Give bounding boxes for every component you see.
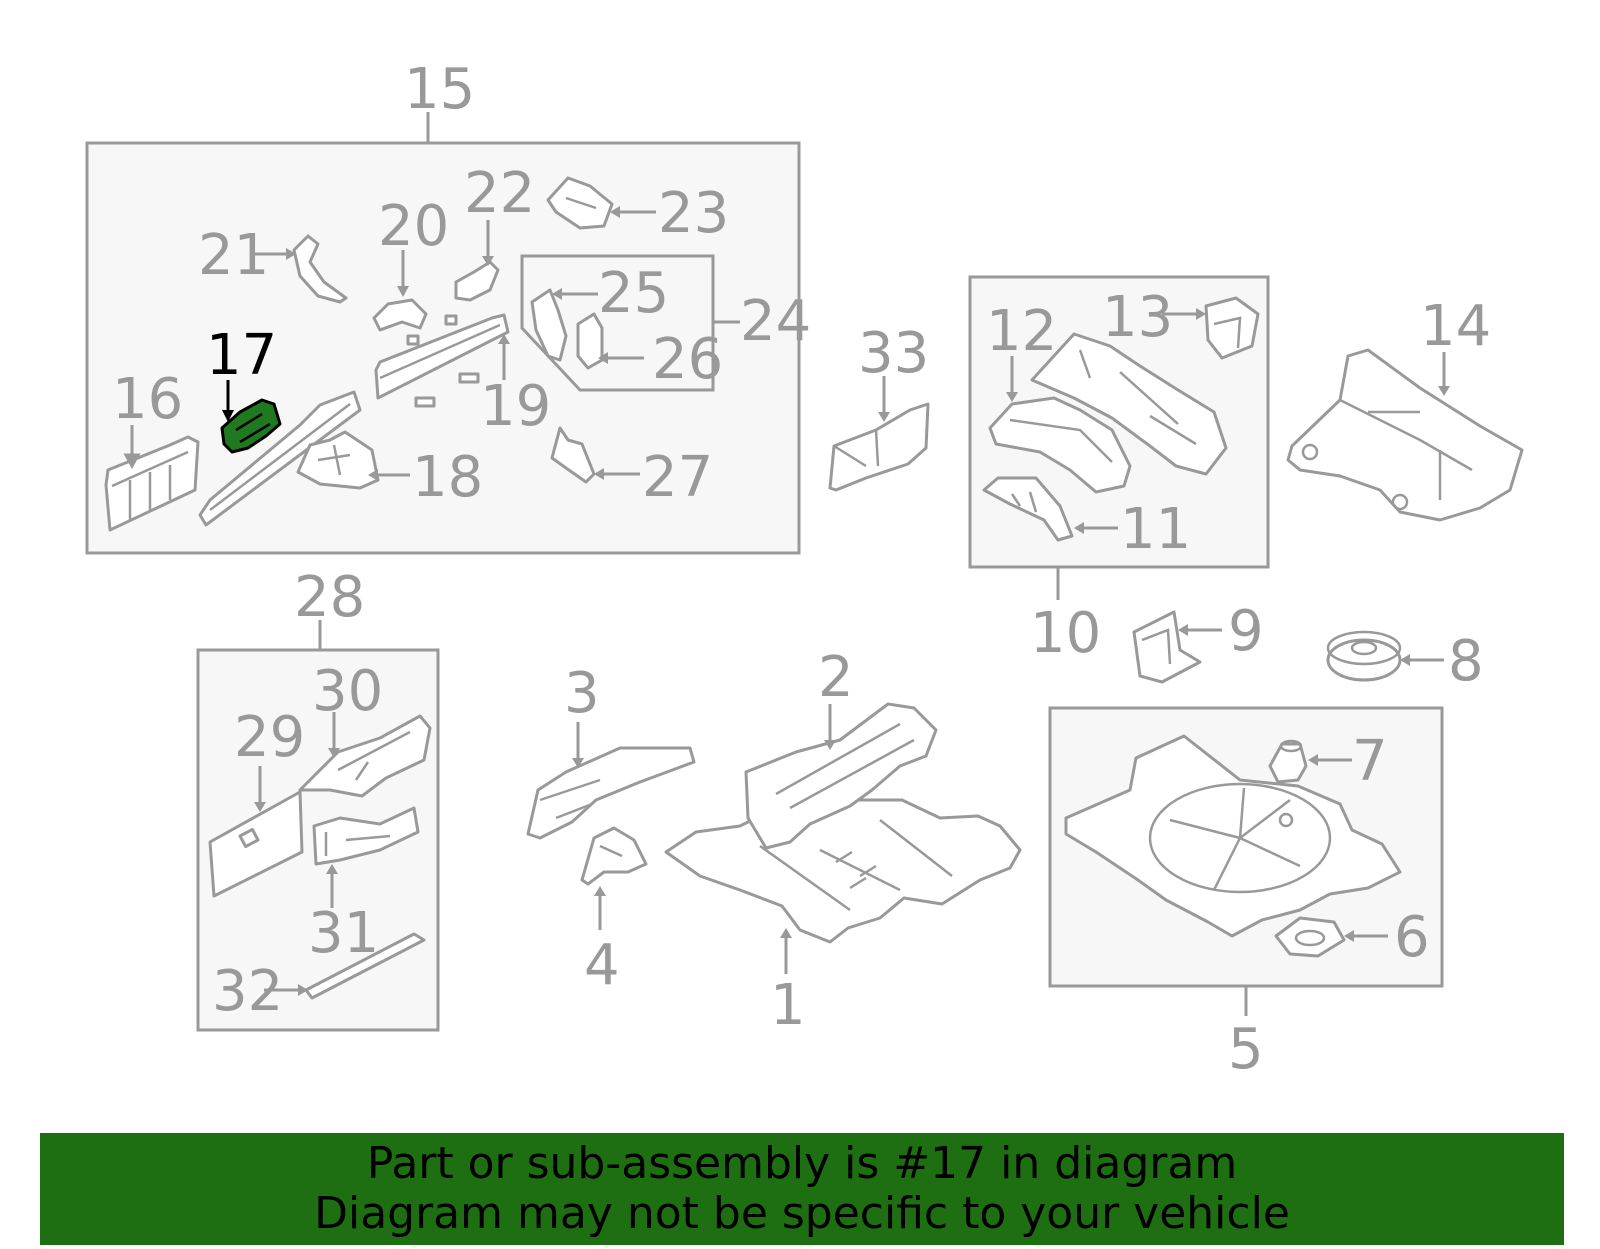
label-32[interactable]: 32	[212, 959, 283, 1024]
label-30[interactable]: 30	[312, 659, 383, 724]
label-10[interactable]: 10	[1030, 601, 1101, 666]
label-14[interactable]: 14	[1420, 294, 1491, 359]
parts-diagram: 15 24 16 17 18 19 20 21 22 23	[85, 57, 1524, 1082]
banner-line-2: Diagram may not be specific to your vehi…	[314, 1188, 1290, 1239]
part-13[interactable]	[1204, 296, 1260, 360]
part-6[interactable]	[1274, 916, 1346, 958]
part-2[interactable]	[744, 702, 938, 850]
label-19[interactable]: 19	[480, 374, 551, 439]
label-25[interactable]: 25	[598, 261, 669, 326]
label-12[interactable]: 12	[986, 299, 1057, 364]
label-23[interactable]: 23	[658, 181, 729, 246]
part-11[interactable]	[982, 476, 1074, 542]
part-31[interactable]	[312, 806, 420, 866]
label-1[interactable]: 1	[770, 973, 806, 1038]
label-15[interactable]: 15	[404, 57, 475, 122]
label-3[interactable]: 3	[564, 661, 600, 726]
part-21[interactable]	[292, 234, 348, 304]
label-16[interactable]: 16	[112, 367, 183, 432]
part-1[interactable]	[664, 798, 1022, 944]
part-32[interactable]	[304, 932, 426, 1000]
label-9[interactable]: 9	[1228, 599, 1264, 664]
group-box-24	[520, 254, 715, 392]
part-9[interactable]	[1132, 610, 1202, 684]
label-22[interactable]: 22	[464, 161, 535, 226]
label-18[interactable]: 18	[412, 445, 483, 510]
part-26[interactable]	[576, 312, 604, 370]
part-14[interactable]	[1286, 348, 1524, 522]
part-4[interactable]	[580, 826, 648, 886]
label-2[interactable]: 2	[818, 645, 854, 710]
label-4[interactable]: 4	[584, 933, 620, 998]
label-28[interactable]: 28	[294, 565, 365, 630]
label-5[interactable]: 5	[1228, 1017, 1264, 1082]
label-33[interactable]: 33	[858, 321, 929, 386]
label-11[interactable]: 11	[1120, 497, 1191, 562]
label-29[interactable]: 29	[234, 705, 305, 770]
front-floor-upper	[1030, 332, 1228, 476]
part-27[interactable]	[550, 426, 596, 484]
label-17[interactable]: 17	[206, 323, 277, 388]
label-20[interactable]: 20	[378, 194, 449, 259]
label-24[interactable]: 24	[740, 289, 811, 354]
label-6[interactable]: 6	[1394, 905, 1430, 970]
info-banner: Part or sub-assembly is #17 in diagram D…	[40, 1133, 1564, 1245]
part-17[interactable]	[220, 398, 282, 454]
part-20[interactable]	[372, 298, 428, 332]
label-26[interactable]: 26	[652, 327, 723, 392]
label-13[interactable]: 13	[1102, 285, 1173, 350]
label-7[interactable]: 7	[1352, 729, 1388, 794]
part-25[interactable]	[530, 288, 568, 362]
label-21[interactable]: 21	[198, 223, 269, 288]
banner-line-1: Part or sub-assembly is #17 in diagram	[366, 1138, 1238, 1189]
part-3[interactable]	[526, 746, 696, 840]
part-22[interactable]	[454, 260, 500, 302]
part-33[interactable]	[828, 402, 930, 492]
label-27[interactable]: 27	[642, 445, 713, 510]
label-31[interactable]: 31	[308, 901, 379, 966]
part-29[interactable]	[208, 790, 304, 898]
label-8[interactable]: 8	[1448, 629, 1484, 694]
